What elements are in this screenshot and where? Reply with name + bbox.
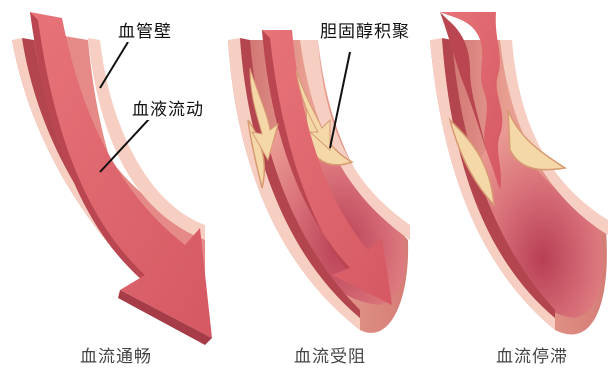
- callout-line-vessel-wall: [100, 42, 128, 88]
- label-blood-flow: 血液流动: [130, 100, 206, 120]
- flow-arrow: [30, 12, 212, 338]
- caption-clear-flow: 血流通畅: [36, 342, 196, 367]
- caption-blocked-flow: 血流停滞: [452, 342, 611, 367]
- label-cholesterol: 胆固醇积聚: [318, 22, 412, 42]
- callout-line-cholesterol: [330, 52, 350, 148]
- panel-clear-artery: [12, 12, 212, 345]
- panel-narrowed-artery: [228, 30, 410, 333]
- caption-narrowed-flow: 血流受阻: [250, 342, 410, 367]
- panel-blocked-artery: [430, 12, 608, 334]
- label-vessel-wall: 血管壁: [116, 22, 174, 42]
